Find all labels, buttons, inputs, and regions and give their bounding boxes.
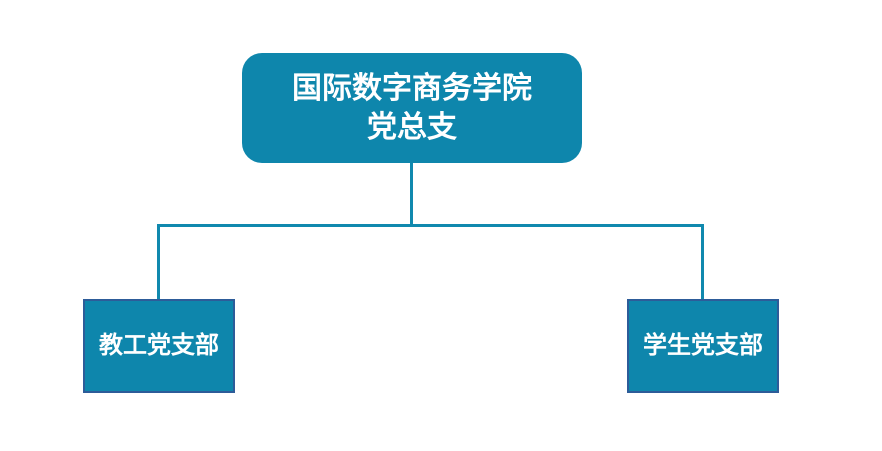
org-node-root-label: 国际数字商务学院 党总支 <box>292 69 532 147</box>
org-node-root: 国际数字商务学院 党总支 <box>242 53 582 163</box>
connector-trunk-line <box>410 163 413 227</box>
org-node-faculty-branch: 教工党支部 <box>83 299 235 393</box>
student-branch-label: 学生党支部 <box>643 332 763 359</box>
root-label-line1: 国际数字商务学院 <box>292 72 532 105</box>
root-label-line2: 党总支 <box>367 111 457 144</box>
connector-left-drop-line <box>157 224 160 300</box>
connector-right-drop-line <box>701 224 704 300</box>
connector-horizontal-line <box>157 224 704 227</box>
faculty-branch-label: 教工党支部 <box>99 332 219 359</box>
org-node-student-branch: 学生党支部 <box>627 299 779 393</box>
